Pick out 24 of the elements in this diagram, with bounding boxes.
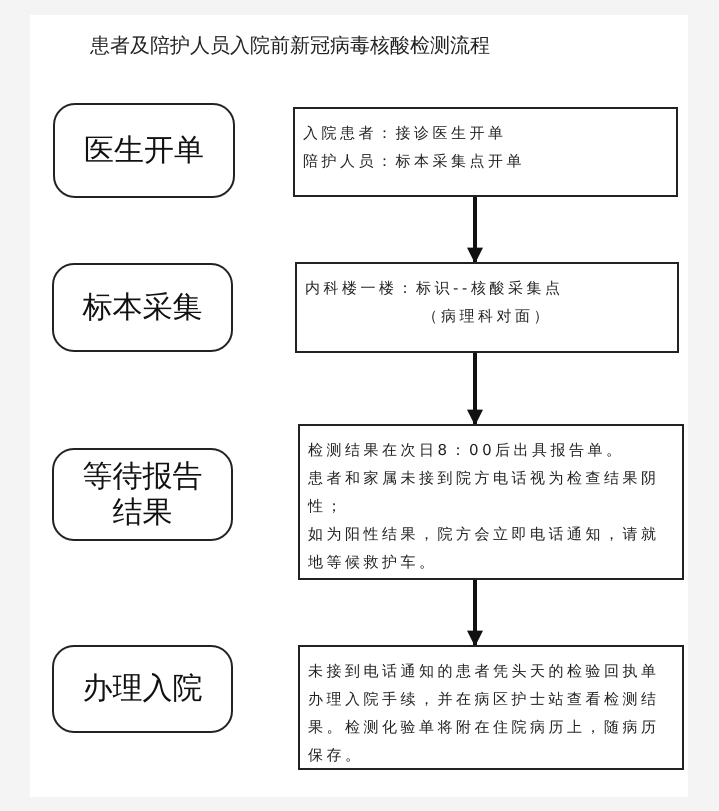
description-text: 如为阳性结果，院方会立即电话通知，请就地等候救护车。 xyxy=(308,524,660,573)
step-label: 标本采集 xyxy=(82,290,202,326)
description-text: 患者和家属未接到院方电话视为检查结果阴性； xyxy=(308,468,660,517)
title: 患者及陪护人员入院前新冠病毒核酸检测流程 xyxy=(90,32,490,59)
description-box xyxy=(298,645,684,770)
step-label: 等待报告结果 xyxy=(82,458,204,530)
step-label: 医生开单 xyxy=(84,132,204,168)
step-box xyxy=(52,645,233,733)
arrow xyxy=(467,353,483,426)
step-box xyxy=(52,263,233,352)
description-box xyxy=(298,424,684,580)
description-text: （病理科对面） xyxy=(421,306,553,327)
arrow xyxy=(467,580,483,647)
description-box xyxy=(293,107,678,197)
step-box xyxy=(53,103,235,198)
description-box xyxy=(295,262,679,353)
description-text: 入院患者：接诊医生开单 xyxy=(303,123,508,144)
description-text: 内科楼一楼：标识--核酸采集点 xyxy=(305,278,564,299)
description-text: 陪护人员：标本采集点开单 xyxy=(303,151,526,172)
arrow xyxy=(467,197,483,264)
step-label: 办理入院 xyxy=(82,671,202,707)
step-box xyxy=(52,448,233,541)
description-text: 检测结果在次日8：00后出具报告单。 xyxy=(308,440,626,461)
description-text: 未接到电话通知的患者凭头天的检验回执单办理入院手续，并在病区护士站查看检测结果。检测化验单将附在住院病历上，随病历保存。 xyxy=(308,661,660,766)
